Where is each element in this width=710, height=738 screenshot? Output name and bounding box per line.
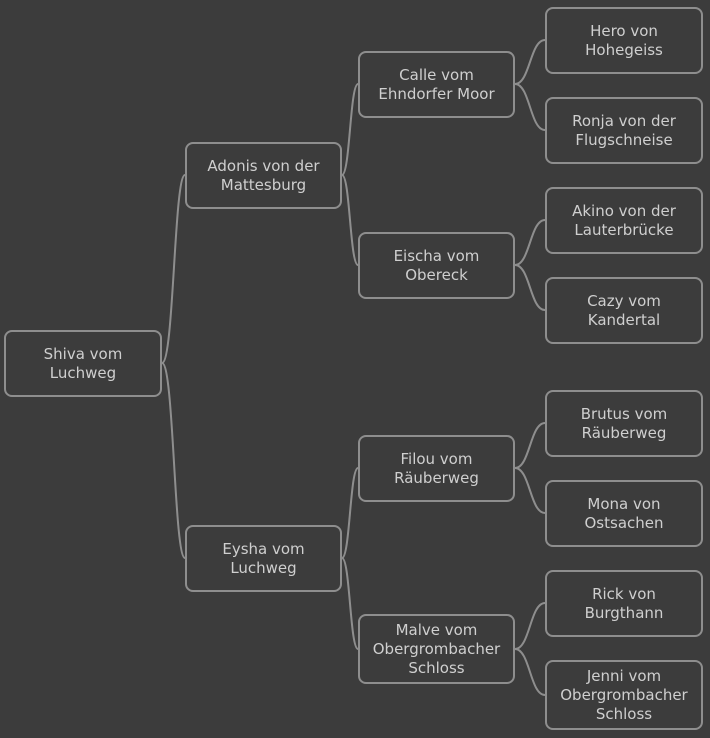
connector-line	[514, 219, 546, 266]
node-sire[interactable]: Adonis von der Mattesburg	[185, 142, 342, 209]
connector-line	[514, 467, 546, 514]
node-ds-sire[interactable]: Brutus vom Räuberweg	[545, 390, 703, 457]
connector-line	[341, 174, 359, 266]
connector-line	[514, 264, 546, 311]
connector-line	[161, 362, 186, 559]
node-dam-sire[interactable]: Filou vom Räuberweg	[358, 435, 515, 502]
connector-line	[161, 174, 186, 364]
node-sire-dam[interactable]: Eischa vom Obereck	[358, 232, 515, 299]
node-ss-sire[interactable]: Hero von Hohegeiss	[545, 7, 703, 74]
node-dam-dam[interactable]: Malve vom Obergrombacher Schloss	[358, 614, 515, 684]
node-dam[interactable]: Eysha vom Luchweg	[185, 525, 342, 592]
connector-line	[514, 39, 546, 85]
node-sire-sire[interactable]: Calle vom Ehndorfer Moor	[358, 51, 515, 118]
connector-line	[341, 83, 359, 176]
node-subject[interactable]: Shiva vom Luchweg	[4, 330, 162, 397]
node-ds-dam[interactable]: Mona von Ostsachen	[545, 480, 703, 547]
node-sd-dam[interactable]: Cazy vom Kandertal	[545, 277, 703, 344]
connector-line	[514, 648, 546, 696]
connector-line	[514, 83, 546, 131]
node-sd-sire[interactable]: Akino von der Lauterbrücke	[545, 187, 703, 254]
node-dd-dam[interactable]: Jenni vom Obergrombacher Schloss	[545, 660, 703, 730]
node-ss-dam[interactable]: Ronja von der Flugschneise	[545, 97, 703, 164]
connector-line	[514, 602, 546, 650]
node-dd-sire[interactable]: Rick von Burgthann	[545, 570, 703, 637]
connector-line	[341, 557, 359, 650]
connector-line	[341, 467, 359, 559]
connector-line	[514, 422, 546, 469]
